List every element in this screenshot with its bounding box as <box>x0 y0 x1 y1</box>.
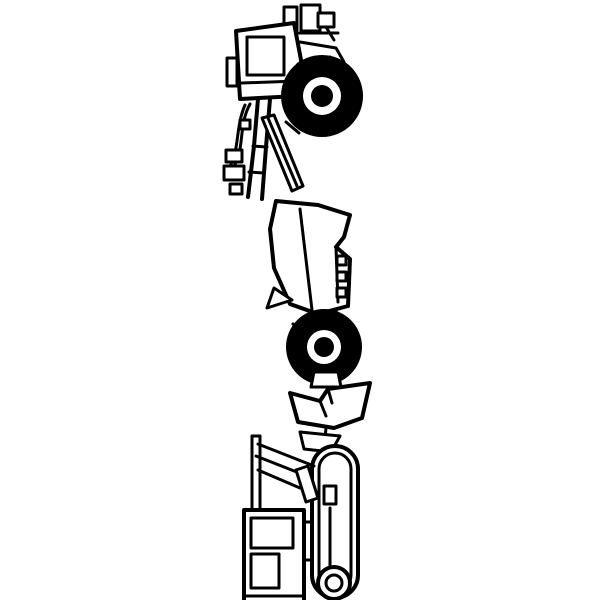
frame-window <box>249 516 295 550</box>
scraper-bowl <box>265 199 352 331</box>
trailing-unit <box>242 426 360 600</box>
cab-window <box>245 35 286 77</box>
gooseneck-frame <box>222 97 305 201</box>
hydraulic-cylinder <box>260 113 305 193</box>
bracket-details <box>222 118 252 196</box>
axle-cap <box>316 565 352 600</box>
frame-cylinder <box>294 464 320 504</box>
bolt-detail <box>335 254 348 267</box>
front-wheel <box>281 55 363 137</box>
frame-window <box>249 552 281 590</box>
tractor-unit <box>225 3 363 137</box>
bolt-detail <box>335 286 348 299</box>
rear-wheel <box>286 309 362 385</box>
roller-drum <box>310 444 360 600</box>
bolt-detail <box>335 270 348 283</box>
cab-step <box>225 56 239 88</box>
cutting-edge <box>265 286 294 310</box>
push-block <box>288 370 372 430</box>
trailing-frame <box>242 434 320 600</box>
